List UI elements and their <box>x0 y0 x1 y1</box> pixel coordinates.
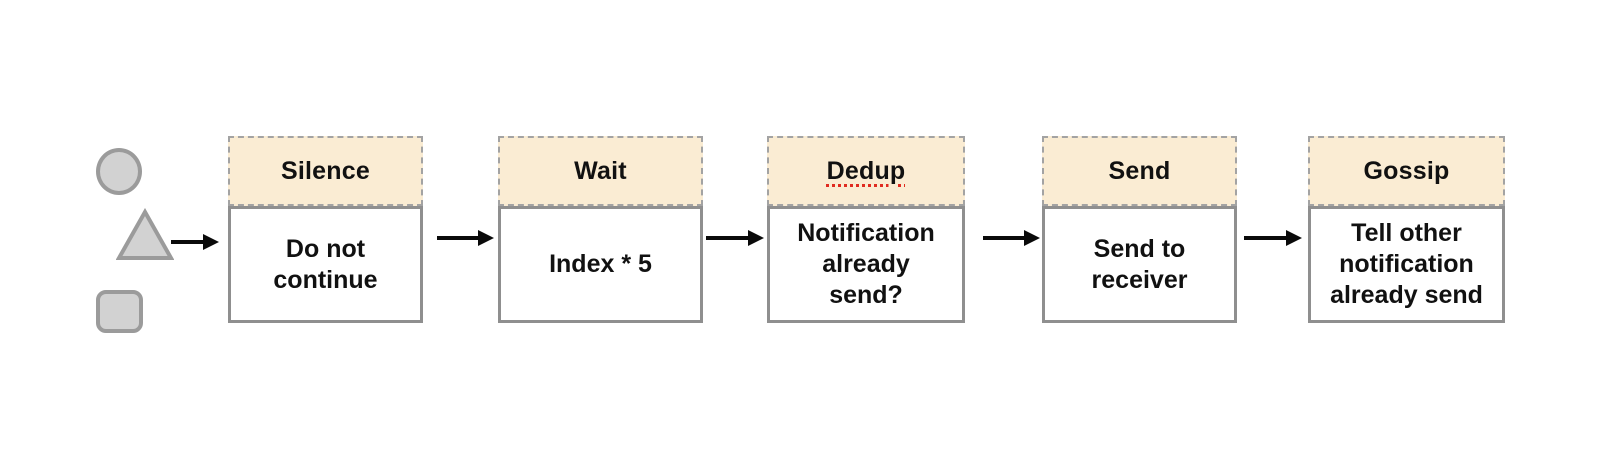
stage-body: Tell other notification already send <box>1308 206 1505 323</box>
stage-silence: Silence Do not continue <box>228 136 423 323</box>
stage-header: Dedup <box>767 136 965 206</box>
stage-wait: Wait Index * 5 <box>498 136 703 323</box>
stage-gossip: Gossip Tell other notification already s… <box>1308 136 1505 323</box>
stage-description: Do not continue <box>273 234 378 294</box>
circle-shape <box>96 148 142 195</box>
stage-body: Do not continue <box>228 206 423 323</box>
arrow-icon <box>171 234 219 250</box>
stage-header: Silence <box>228 136 423 206</box>
stage-dedup: Dedup Notification already send? <box>767 136 965 323</box>
stage-header: Wait <box>498 136 703 206</box>
arrow-icon <box>983 230 1040 246</box>
stage-body: Notification already send? <box>767 206 965 323</box>
stage-header: Send <box>1042 136 1237 206</box>
stage-header: Gossip <box>1308 136 1505 206</box>
arrow-icon <box>706 230 764 246</box>
rounded-square-shape <box>96 290 143 333</box>
triangle-shape <box>116 208 174 260</box>
stage-title: Silence <box>281 156 370 185</box>
stage-title: Dedup <box>826 156 906 185</box>
stage-description: Send to receiver <box>1091 234 1188 294</box>
arrow-icon <box>1244 230 1302 246</box>
stage-send: Send Send to receiver <box>1042 136 1237 323</box>
arrow-icon <box>437 230 494 246</box>
stage-description: Index * 5 <box>549 250 652 278</box>
stage-title: Wait <box>574 156 627 185</box>
stage-title: Gossip <box>1363 156 1450 185</box>
stage-title: Send <box>1108 156 1171 185</box>
stage-body: Index * 5 <box>498 206 703 323</box>
stage-description: Tell other notification already send <box>1330 219 1483 309</box>
stage-body: Send to receiver <box>1042 206 1237 323</box>
stage-description: Notification already send? <box>797 219 935 309</box>
